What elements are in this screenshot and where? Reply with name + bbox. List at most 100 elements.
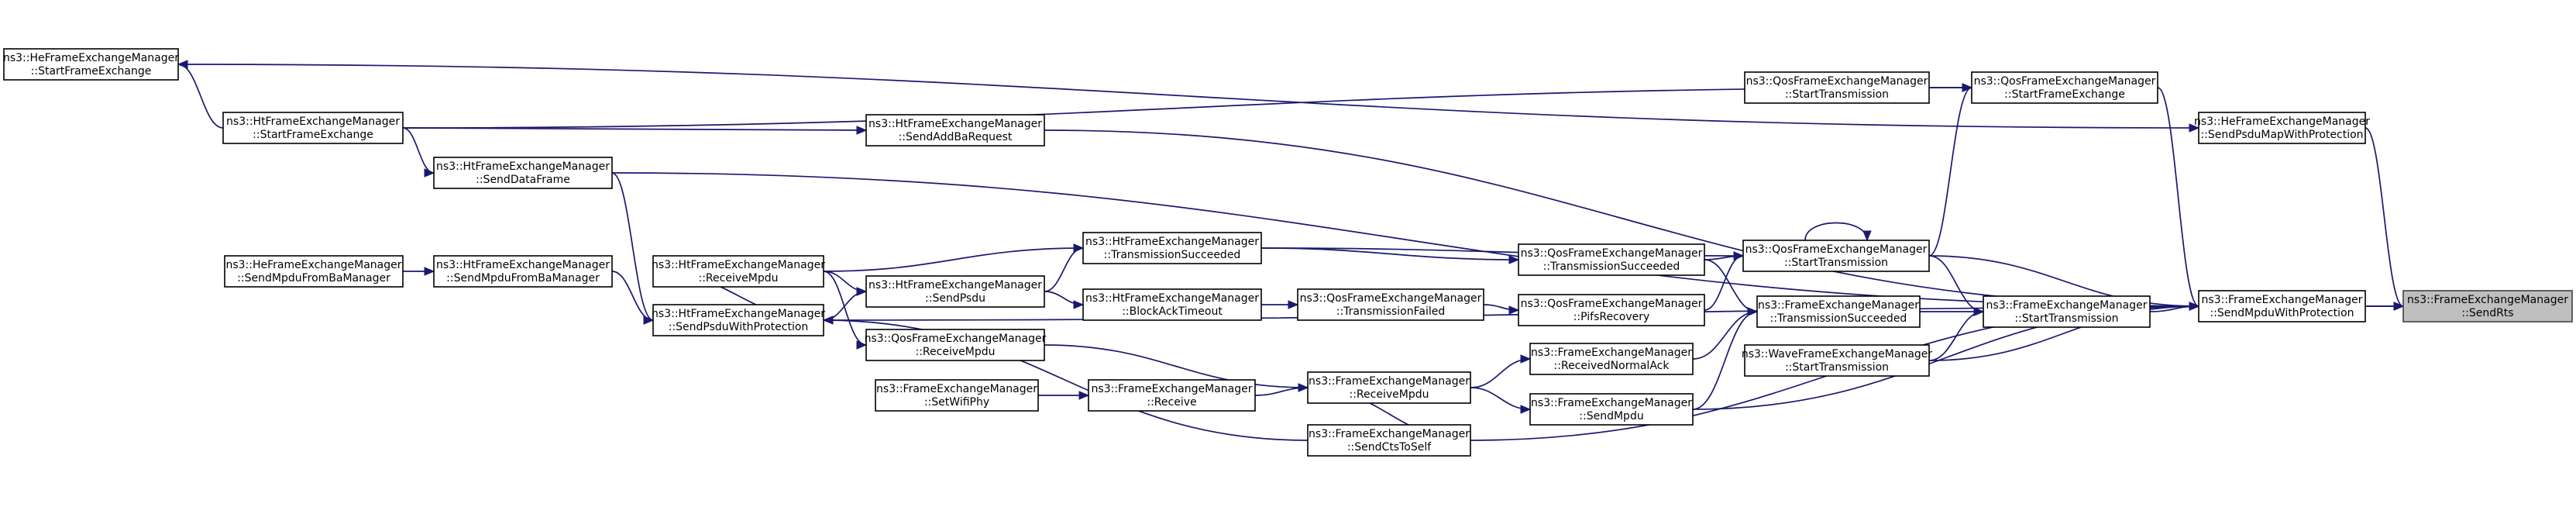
edge-n9-to-n3 [177,64,2200,133]
node-label-line1: ns3::HtFrameExchangeManager [1085,236,1259,248]
edge-n20-to-n21 [1044,243,1085,292]
node-n4[interactable]: ns3::HtFrameExchangeManager::SendPsduWit… [652,304,825,336]
arrowhead-icon [1733,251,1745,260]
node-label-line2: ::StartTransmission [1785,361,1889,374]
node-label-line2: ::TransmissionFailed [1336,305,1446,318]
node-box [652,304,824,336]
edge-line [823,319,1309,441]
arrowhead-icon [856,126,868,135]
arrowhead-icon [1073,300,1085,309]
node-n17[interactable]: ns3::HtFrameExchangeManager::SendMpduFro… [433,255,613,288]
node-n3[interactable]: ns3::HeFrameExchangeManager::SendPsduMap… [2194,112,2370,144]
arrowhead-icon [1508,255,1520,264]
node-n11[interactable]: ns3::QosFrameExchangeManager::StartTrans… [1744,71,1930,104]
node-label-line2: ::SendPsduMapWithProtection [2200,129,2363,141]
node-n5[interactable]: ns3::FrameExchangeManager::StartTransmis… [1983,295,2151,328]
edge-line [823,247,1084,272]
edge-n10-to-n8 [402,127,435,178]
edge-n24-to-n23 [1483,304,1520,315]
node-label-line2: ::ReceiveMpdu [916,346,996,358]
edge-line [402,87,1972,129]
edge-n10-to-n9 [177,60,224,129]
edge-line [177,64,224,129]
edge-n19-to-n21 [823,243,1085,272]
node-label-line2: ::StartTransmission [1784,257,1888,269]
node-label-line1: ns3::QosFrameExchangeManager [865,333,1047,345]
node-box [2198,290,2366,322]
node-n8[interactable]: ns3::HtFrameExchangeManager::SendDataFra… [433,157,613,189]
node-box [865,114,1045,147]
node-label-line1: ns3::FrameExchangeManager [2407,294,2568,306]
node-n6[interactable]: ns3::QosFrameExchangeManager::StartFrame… [1971,71,2158,104]
node-box [1307,424,1471,457]
node-n14[interactable]: ns3::WaveFrameExchangeManager::StartTran… [1742,344,1933,377]
node-box [652,255,824,288]
node-box [1756,295,1921,328]
node-n19[interactable]: ns3::HtFrameExchangeManager::ReceiveMpdu [652,255,825,288]
node-n10[interactable]: ns3::HtFrameExchangeManager::StartFrameE… [222,112,404,144]
node-n28[interactable]: ns3::QosFrameExchangeManager::ReceiveMpd… [865,329,1047,361]
node-n2[interactable]: ns3::FrameExchangeManager::SendMpduWithP… [2198,290,2366,322]
node-n27[interactable]: ns3::FrameExchangeManager::ReceiveMpdu [1307,371,1471,404]
arrowhead-icon [1747,307,1759,316]
node-box [1971,71,2158,104]
node-label-line2: ::SendMpduWithProtection [2210,307,2354,319]
edge-n12-to-n2 [1928,255,2200,311]
node-n22[interactable]: ns3::QosFrameExchangeManager::Transmissi… [1518,243,1705,276]
node-label-line1: ns3::QosFrameExchangeManager [1521,247,1703,260]
node-n1[interactable]: ns3::FrameExchangeManager::SendRts [2402,290,2573,322]
edge-line [2364,127,2404,307]
node-label-line1: ns3::QosFrameExchangeManager [1745,243,1928,256]
node-n20[interactable]: ns3::HtFrameExchangeManager::SendPsdu [865,275,1045,308]
node-n18[interactable]: ns3::HeFrameExchangeManager::SendMpduFro… [224,255,404,288]
edge-n20-to-n25 [1044,291,1085,309]
node-n15[interactable]: ns3::FrameExchangeManager::SendMpdu [1529,393,1694,426]
edge-n6-to-n2 [2157,87,2200,311]
edge-n7-to-n2 [1044,129,2200,311]
node-n16[interactable]: ns3::FrameExchangeManager::SendCtsToSelf [1307,424,1471,457]
node-n13[interactable]: ns3::FrameExchangeManager::TransmissionS… [1756,295,1921,328]
edge-n23-to-n12 [1704,251,1745,311]
node-label-line1: ns3::FrameExchangeManager [1092,383,1253,395]
node-label-line1: ns3::HtFrameExchangeManager [226,116,400,128]
node-label-line1: ns3::WaveFrameExchangeManager [1742,348,1933,360]
node-n30[interactable]: ns3::FrameExchangeManager::SetWifiPhy [875,379,1039,412]
node-label-line2: ::SendRts [2461,307,2513,319]
node-label-line1: ns3::HtFrameExchangeManager [868,279,1042,291]
node-n12[interactable]: ns3::QosFrameExchangeManager::StartTrans… [1742,240,1930,272]
node-label-line1: ns3::HtFrameExchangeManager [436,259,610,271]
node-label-line1: ns3::HtFrameExchangeManager [1085,292,1259,305]
node-box [1529,393,1694,426]
node-n26[interactable]: ns3::FrameExchangeManager::ReceivedNorma… [1529,343,1694,375]
node-box [433,255,613,288]
node-n9[interactable]: ns3::HeFrameExchangeManager::StartFrameE… [3,48,179,81]
node-box [865,329,1045,361]
node-label-line1: ns3::HtFrameExchangeManager [652,308,825,320]
node-n24[interactable]: ns3::QosFrameExchangeManager::Transmissi… [1297,288,1484,321]
node-label-line2: ::SendPsdu [925,292,985,305]
node-box [1518,294,1705,326]
node-box [1297,288,1484,321]
node-label-line1: ns3::HeFrameExchangeManager [3,52,179,64]
arrowhead-icon [2189,302,2200,311]
edge-line [823,291,867,321]
arrowhead-icon [1073,243,1085,253]
edge-line [1044,247,1084,292]
node-n25[interactable]: ns3::HtFrameExchangeManager::BlockAckTim… [1082,288,1262,321]
arrowhead-icon [856,287,868,296]
arrowhead-icon [424,168,435,178]
edge-line [1928,255,1984,312]
node-label-line2: ::ReceiveMpdu [699,272,779,285]
node-label-line2: ::SendMpduFromBaManager [237,272,390,285]
arrowhead-icon [1520,354,1532,364]
nodes-layer: ns3::FrameExchangeManager::SendRtsns3::F… [3,48,2573,457]
edge-n8-to-n4 [611,172,655,325]
node-n7[interactable]: ns3::HtFrameExchangeManager::SendAddBaRe… [865,114,1045,147]
node-n29[interactable]: ns3::FrameExchangeManager::Receive [1088,379,1256,412]
node-n23[interactable]: ns3::QosFrameExchangeManager::PifsRecove… [1518,294,1705,326]
edge-line [611,172,654,321]
node-n21[interactable]: ns3::HtFrameExchangeManager::Transmissio… [1082,232,1262,264]
arrowhead-icon [2393,302,2405,311]
edge-line [1928,87,1972,257]
